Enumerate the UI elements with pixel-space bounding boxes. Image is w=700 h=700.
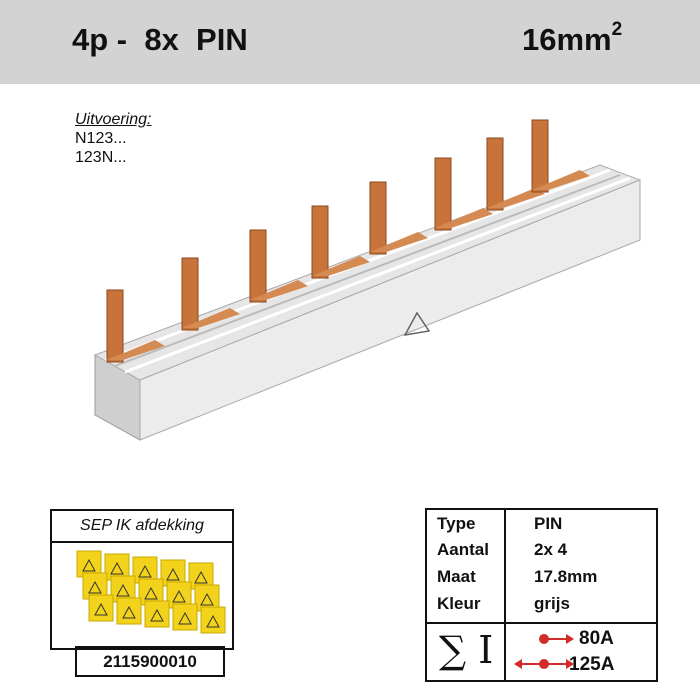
copper-pin <box>106 289 124 363</box>
variant: N123... <box>75 130 127 147</box>
warning-icon <box>172 589 186 603</box>
busbar-front-face <box>139 179 641 441</box>
warning-icon <box>206 614 220 628</box>
variants: Uitvoering: N123... 123N... <box>75 110 151 167</box>
copper-tab <box>370 232 428 252</box>
spec-table: Type PIN Aantal 2x 4 Maat 17.8mm Kleur g… <box>425 508 658 682</box>
spec-value: PIN <box>534 514 563 533</box>
variants-title: Uitvoering: <box>75 111 152 128</box>
cross-section-value: 16mm <box>522 22 612 57</box>
spec-value: grijs <box>534 594 570 613</box>
warning-icon <box>194 570 208 584</box>
copper-pin <box>181 257 199 331</box>
copper-pin <box>486 137 504 211</box>
copper-pin <box>434 157 452 231</box>
cover-cap <box>144 600 170 628</box>
spec-label: Aantal <box>437 540 489 559</box>
warning-icon <box>138 564 152 578</box>
spec-value: 2x 4 <box>534 540 568 559</box>
busbar-image <box>93 119 642 441</box>
warning-icon <box>166 567 180 581</box>
spec-label: Maat <box>437 567 476 586</box>
cover-cap <box>88 594 114 622</box>
copper-tab <box>532 170 590 190</box>
copper-tab <box>487 188 545 208</box>
header-band: 4p - 8x PIN 16mm2 <box>0 0 700 84</box>
warning-icon <box>178 611 192 625</box>
rating-125a: 125A <box>569 654 615 675</box>
cover-article-code: 2115900010 <box>75 646 225 677</box>
current-arrows-icon <box>514 634 574 669</box>
copper-tab <box>435 208 493 228</box>
sum-current-symbol: ∑ I <box>439 628 494 672</box>
warning-icon <box>82 558 96 572</box>
warning-icon <box>110 561 124 575</box>
warning-icon <box>116 583 130 597</box>
cover-cap <box>200 606 226 634</box>
copper-pin <box>369 181 387 255</box>
copper-pin <box>249 229 267 303</box>
copper-tab <box>312 256 370 276</box>
spec-label: Kleur <box>437 594 481 613</box>
spec-value: 17.8mm <box>534 567 598 586</box>
cross-section-sup: 2 <box>611 18 623 40</box>
cross-section: 16mm2 <box>522 18 623 58</box>
cover-title: SEP IK afdekking <box>52 511 232 543</box>
warning-icon <box>403 311 431 336</box>
copper-tab <box>182 308 240 328</box>
cover-cap <box>172 603 198 631</box>
copper-pins <box>106 119 590 363</box>
cover-caps-image <box>76 550 226 634</box>
warning-icon <box>150 608 164 622</box>
warning-icon <box>144 586 158 600</box>
variant: 123N... <box>75 149 127 166</box>
copper-tab <box>107 340 165 360</box>
copper-pin <box>311 205 329 279</box>
warning-icon <box>122 605 136 619</box>
spec-label: Type <box>437 514 476 533</box>
copper-tab <box>250 280 308 300</box>
warning-icon <box>88 580 102 594</box>
warning-icon <box>94 602 108 616</box>
copper-pin <box>531 119 549 193</box>
product-title: 4p - 8x PIN <box>72 22 248 57</box>
warning-icon <box>200 592 214 606</box>
cover-cap <box>116 597 142 625</box>
rating-80a: 80A <box>579 628 614 649</box>
cover-box: SEP IK afdekking <box>50 509 234 650</box>
